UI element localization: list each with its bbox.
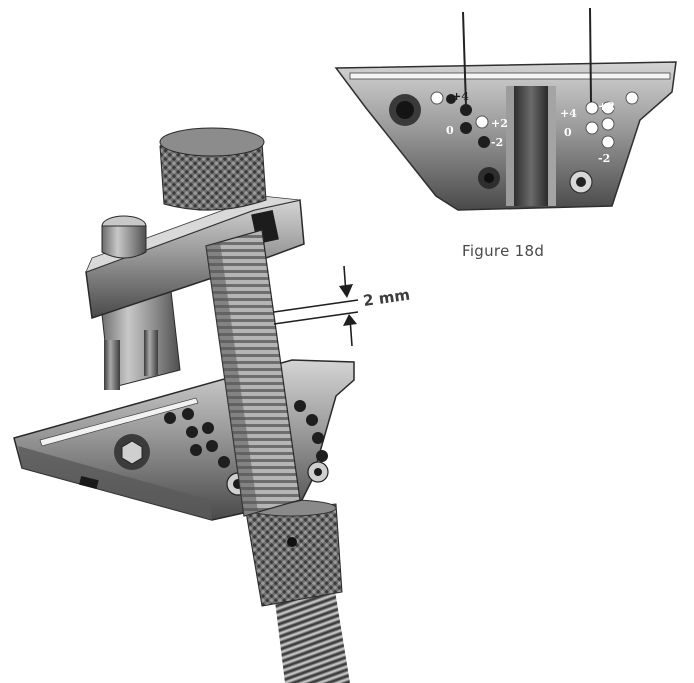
detail-mark-right-minus2: -2 [598,152,610,165]
detail-mark-right-plus2: +2 [598,100,615,113]
detail-channel [514,86,548,206]
base-slot [39,397,199,447]
dimension-callout: 2 mm [273,265,411,347]
dimension-line-upper [273,299,359,313]
dimension-label: 2 mm [362,286,411,310]
detail-mark-left-zero: 0 [446,124,454,137]
detail-mark-right-plus4: +4 [560,107,577,120]
rack-bar [205,229,301,517]
dimension-arrow-down [339,284,353,298]
detail-mark-left-minus2: -2 [491,136,503,149]
dimension-line-lower [273,311,359,325]
detail-mark-left-plus2: +2 [491,117,508,130]
detail-slot [349,72,671,80]
detail-pointer-right [589,7,592,103]
detail-mark-right-zero: 0 [564,126,572,139]
detail-pointer-left [462,11,467,107]
dimension-arrow-up [343,314,357,326]
bottom-knurled-nut [245,503,343,607]
main-device [13,127,355,683]
detail-view: +4 0 +2 -2 +4 0 +2 -2 [334,7,677,211]
figure-caption: Figure 18d [462,242,545,260]
